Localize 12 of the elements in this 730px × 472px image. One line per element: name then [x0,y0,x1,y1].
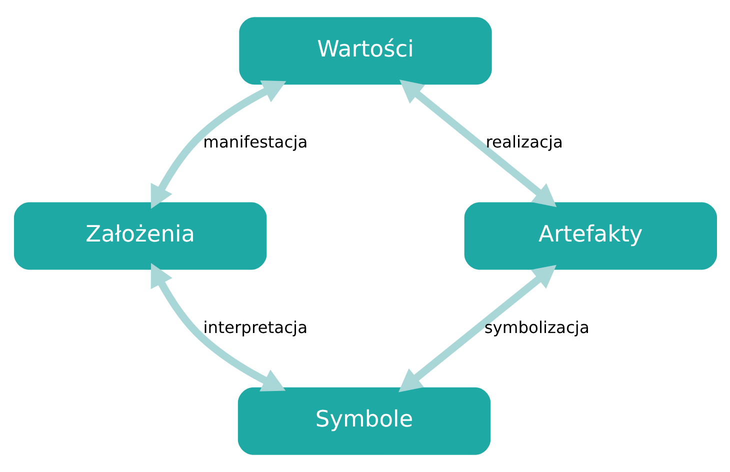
arrow [150,80,286,209]
arrow [398,264,556,392]
node-box: Założenia [14,202,266,270]
node-box: Wartości [238,17,492,85]
edge-label: manifestacja [202,132,308,152]
arrow [398,80,556,208]
node-box: Symbole [237,387,490,455]
edge-label: realizacja [485,132,562,152]
edge-label: symbolizacja [484,318,589,337]
arrow [150,263,286,392]
node-box: Artefakty [464,202,716,270]
edge-label: interpretacja [202,318,308,337]
